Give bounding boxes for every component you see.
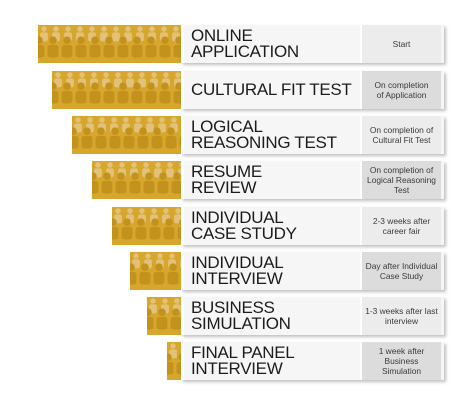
crowd-block (112, 207, 181, 245)
stage-timing: On completion of Cultural Fit Test (369, 125, 434, 145)
stage-title: Individual Interview (191, 253, 284, 288)
person-icon (103, 82, 115, 104)
stage-title: Cultural Fit Test (191, 80, 352, 99)
panel-divider (360, 297, 362, 335)
person-icon (72, 127, 79, 149)
crowd-block (52, 71, 181, 109)
person-icon (95, 127, 107, 149)
timing-panel (362, 116, 441, 154)
panel-divider (360, 342, 362, 380)
stage-timing: On completion of Logical Reasoning Test (367, 165, 436, 195)
person-icon (117, 36, 129, 58)
person-icon (52, 82, 59, 104)
person-icon (149, 218, 161, 240)
person-icon (112, 218, 119, 240)
stage-title: Logical Reasoning Test (191, 117, 337, 152)
person-icon (145, 82, 157, 104)
person-icon (101, 172, 113, 194)
person-icon (156, 308, 168, 330)
person-icon (129, 172, 141, 194)
panel-divider (360, 161, 362, 199)
stage-title: Online Application (191, 26, 299, 61)
person-icon (163, 218, 175, 240)
panel-divider (360, 252, 362, 290)
person-icon (159, 82, 171, 104)
timing-panel (362, 297, 441, 335)
person-icon (38, 36, 45, 58)
person-icon (137, 127, 149, 149)
timing-panel (362, 25, 441, 63)
person-icon (177, 218, 181, 240)
person-icon (179, 136, 181, 149)
person-icon (171, 172, 181, 194)
person-icon (75, 82, 87, 104)
stage-title: Final Panel Interview (191, 343, 295, 378)
panel-divider (360, 207, 362, 245)
person-icon (117, 82, 129, 104)
person-icon (115, 172, 127, 194)
person-icon (146, 117, 154, 133)
panel-divider (360, 116, 362, 154)
person-icon (123, 127, 135, 149)
person-icon (103, 36, 115, 58)
panel-divider (360, 25, 362, 63)
person-icon (131, 82, 143, 104)
person-icon (47, 36, 59, 58)
crowd-block (167, 342, 181, 380)
person-icon (147, 308, 154, 330)
person-icon (135, 218, 147, 240)
person-icon (165, 127, 177, 149)
person-icon (176, 353, 181, 375)
crowd-block (130, 252, 181, 290)
crowd-block (92, 161, 181, 199)
crowd-block (147, 297, 181, 335)
person-icon (130, 263, 137, 285)
timing-panel (362, 342, 441, 380)
person-icon (167, 353, 174, 375)
stage-timing: 2-3 weeks after career fair (372, 216, 431, 236)
timing-panel (362, 71, 441, 109)
timing-panel (362, 207, 441, 245)
person-icon (145, 36, 157, 58)
person-icon (166, 162, 174, 178)
stage-timing: Start (392, 39, 411, 49)
person-icon (157, 172, 169, 194)
person-icon (109, 127, 121, 149)
person-icon (153, 263, 165, 285)
person-icon (61, 36, 73, 58)
stage-title: Individual Case Study (191, 208, 297, 243)
stage-timing: 1-3 weeks after last interview (365, 306, 438, 326)
timing-panel (362, 161, 441, 199)
person-icon (139, 263, 151, 285)
person-icon (81, 127, 93, 149)
person-icon (75, 36, 87, 58)
person-icon (173, 82, 181, 104)
crowd-block (72, 116, 181, 154)
person-icon (61, 82, 73, 104)
person-icon (131, 36, 143, 58)
person-icon (151, 127, 163, 149)
stage-timing: Day after Individual Case Study (365, 261, 438, 281)
person-icon (180, 259, 181, 268)
person-icon (170, 308, 181, 330)
person-icon (92, 172, 99, 194)
stage-title: Business Simulation (191, 298, 291, 333)
person-icon (174, 208, 181, 224)
person-icon (112, 26, 120, 42)
timing-panel (362, 252, 441, 290)
stage-timing: On completion of Application (374, 80, 429, 100)
person-icon (167, 263, 179, 285)
person-icon (173, 36, 181, 58)
stage-timing: 1 week after Business Simulation (378, 346, 425, 376)
person-icon (126, 72, 134, 88)
person-icon (89, 36, 101, 58)
person-icon (159, 36, 171, 58)
panel-divider (360, 71, 362, 109)
crowd-block (38, 25, 181, 63)
person-icon (121, 218, 133, 240)
person-icon (143, 172, 155, 194)
stage-title: Resume Review (191, 162, 262, 197)
person-icon (89, 82, 101, 104)
